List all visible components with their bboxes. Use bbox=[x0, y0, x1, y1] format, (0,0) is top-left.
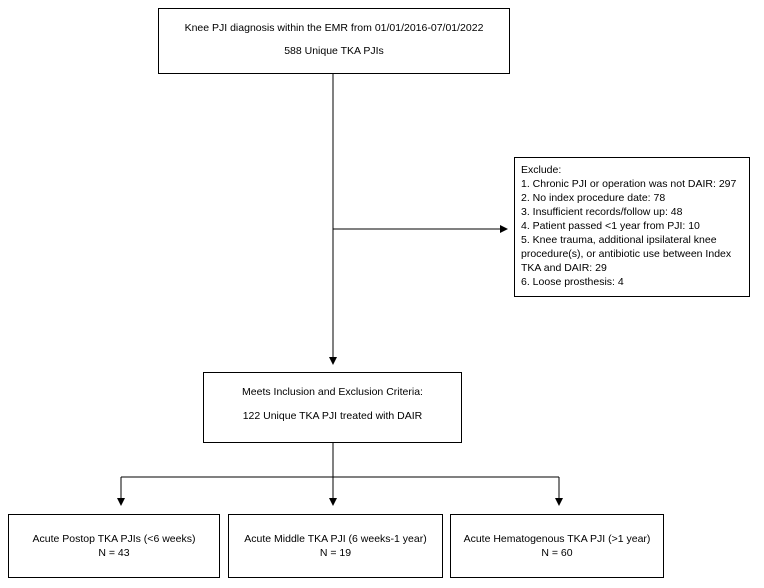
exclude-item: 6. Loose prosthesis: 4 bbox=[521, 276, 624, 288]
outcome-label: Acute Hematogenous TKA PJI (>1 year) bbox=[463, 533, 651, 545]
exclude-box: Exclude: 1. Chronic PJI or operation was… bbox=[514, 157, 750, 297]
diagnosis-count: 588 Unique TKA PJIs bbox=[284, 45, 384, 57]
outcome-box-hematogenous: Acute Hematogenous TKA PJI (>1 year) N =… bbox=[450, 514, 664, 578]
outcome-count: N = 60 bbox=[541, 547, 573, 559]
exclude-item: 4. Patient passed <1 year from PJI: 10 bbox=[521, 220, 700, 232]
outcome-label: Acute Middle TKA PJI (6 weeks-1 year) bbox=[244, 533, 427, 545]
exclude-item: 2. No index procedure date: 78 bbox=[521, 192, 666, 204]
exclude-item: 5. Knee trauma, additional ipsilateral k… bbox=[521, 234, 732, 274]
criteria-count: 122 Unique TKA PJI treated with DAIR bbox=[242, 410, 423, 422]
exclude-item: 1. Chronic PJI or operation was not DAIR… bbox=[521, 178, 737, 190]
outcome-count: N = 43 bbox=[98, 547, 130, 559]
outcome-count: N = 19 bbox=[319, 547, 352, 559]
criteria-text: Meets Inclusion and Exclusion Criteria: bbox=[242, 386, 423, 398]
outcome-box-postop: Acute Postop TKA PJIs (<6 weeks) N = 43 bbox=[8, 514, 220, 578]
outcome-label: Acute Postop TKA PJIs (<6 weeks) bbox=[32, 533, 196, 545]
exclude-title: Exclude: bbox=[521, 164, 562, 176]
diagnosis-text: Knee PJI diagnosis within the EMR from 0… bbox=[184, 22, 484, 34]
exclude-item: 3. Insufficient records/follow up: 48 bbox=[521, 206, 683, 218]
criteria-box: Meets Inclusion and Exclusion Criteria: … bbox=[203, 372, 462, 443]
diagnosis-box: Knee PJI diagnosis within the EMR from 0… bbox=[158, 8, 510, 74]
outcome-box-middle: Acute Middle TKA PJI (6 weeks-1 year) N … bbox=[228, 514, 443, 578]
